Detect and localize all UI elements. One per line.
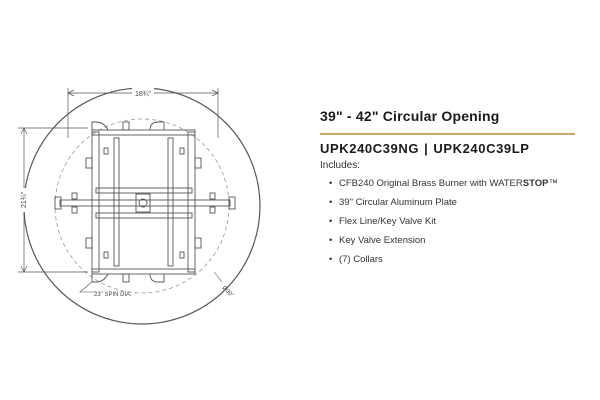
height-label: 21¾" <box>21 191 28 208</box>
model-separator: | <box>424 141 429 156</box>
list-item: CFB240 Original Brass Burner with WATERS… <box>329 174 582 193</box>
diameter-leader <box>213 271 223 283</box>
list-item: 39" Circular Aluminum Plate <box>329 193 582 212</box>
model-numbers: UPK240C39NG | UPK240C39LP <box>320 141 582 156</box>
burner-technical-drawing: 18¾" 21¾" <box>17 86 261 325</box>
list-item: Flex Line/Key Valve Kit <box>329 212 582 231</box>
spin-label: 23" SPIN DIA. <box>94 292 132 298</box>
page-title: 39" - 42" Circular Opening <box>320 108 500 124</box>
includes-list: CFB240 Original Brass Burner with WATERS… <box>320 174 582 269</box>
includes-label: Includes: <box>320 160 361 171</box>
list-item: (7) Collars <box>329 250 582 269</box>
spin-leader <box>79 281 96 293</box>
width-label: 18¾" <box>135 91 152 98</box>
model-lp: UPK240C39LP <box>433 141 530 156</box>
burner-assembly <box>54 121 236 283</box>
list-item: Key Valve Extension <box>329 231 582 250</box>
title-divider <box>320 133 575 135</box>
model-ng: UPK240C39NG <box>320 141 420 156</box>
spec-panel: 39" - 42" Circular Opening UPK240C39NG|U… <box>320 108 582 269</box>
